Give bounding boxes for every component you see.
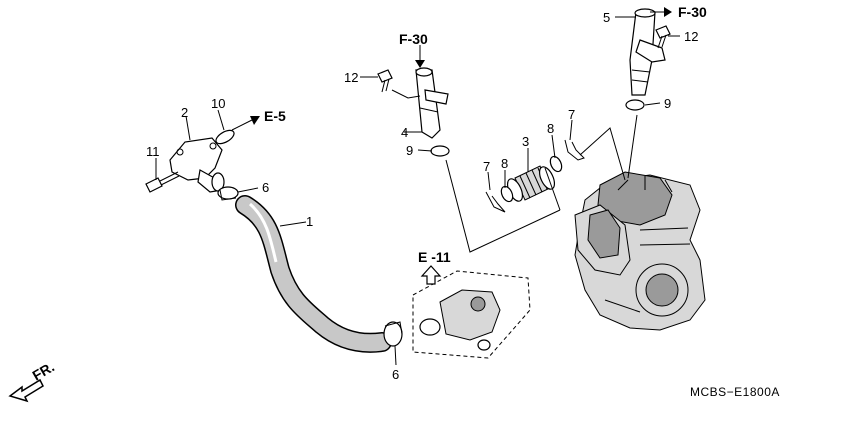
bolt xyxy=(145,171,180,193)
callout-number: 3 xyxy=(522,134,529,149)
callout-number: 12 xyxy=(684,29,698,44)
bolt xyxy=(377,69,393,93)
water-pipe xyxy=(629,8,666,96)
engine-block xyxy=(574,171,706,331)
callout-number: 9 xyxy=(406,143,413,158)
callout-number: 6 xyxy=(262,180,269,195)
callout-number: 8 xyxy=(501,156,508,171)
callout-number: 9 xyxy=(664,96,671,111)
reference-label-f30: F-30 xyxy=(678,4,707,20)
callout-number: 11 xyxy=(146,144,160,159)
up-arrow-icon xyxy=(420,265,442,285)
callout-number: 12 xyxy=(344,70,358,85)
o-ring xyxy=(215,129,235,145)
water-hose xyxy=(235,195,392,353)
callout-number: 1 xyxy=(306,214,313,229)
direction-label: FR. xyxy=(30,358,58,383)
reference-label-e11: E -11 xyxy=(418,249,451,265)
thermostat-housing xyxy=(169,137,225,193)
o-ring xyxy=(625,99,645,111)
callout-number: 7 xyxy=(483,159,490,174)
callout-number: 8 xyxy=(547,121,554,136)
leader-lines xyxy=(155,16,680,366)
callout-number: 6 xyxy=(392,367,399,382)
bolt xyxy=(655,25,671,49)
drawing-code: MCBS−E1800A xyxy=(690,385,780,399)
callout-number: 10 xyxy=(211,96,225,111)
reference-arrows xyxy=(231,7,672,131)
callout-number: 5 xyxy=(603,10,610,25)
callout-number: 4 xyxy=(401,125,408,140)
front-direction-arrow-icon xyxy=(8,378,44,403)
water-pump xyxy=(412,270,531,359)
reference-label-e5: E-5 xyxy=(264,108,286,124)
connector-joint xyxy=(506,165,556,202)
hose-clamp xyxy=(383,321,403,347)
reference-label-f30: F-30 xyxy=(399,31,428,47)
o-ring xyxy=(549,155,563,173)
clip xyxy=(485,191,506,213)
callout-number: 7 xyxy=(568,107,575,122)
callout-number: 2 xyxy=(181,105,188,120)
hose-clamp xyxy=(217,186,239,201)
o-ring xyxy=(500,185,514,203)
water-pipe xyxy=(415,67,449,139)
o-ring xyxy=(430,145,450,157)
clip xyxy=(564,139,585,161)
